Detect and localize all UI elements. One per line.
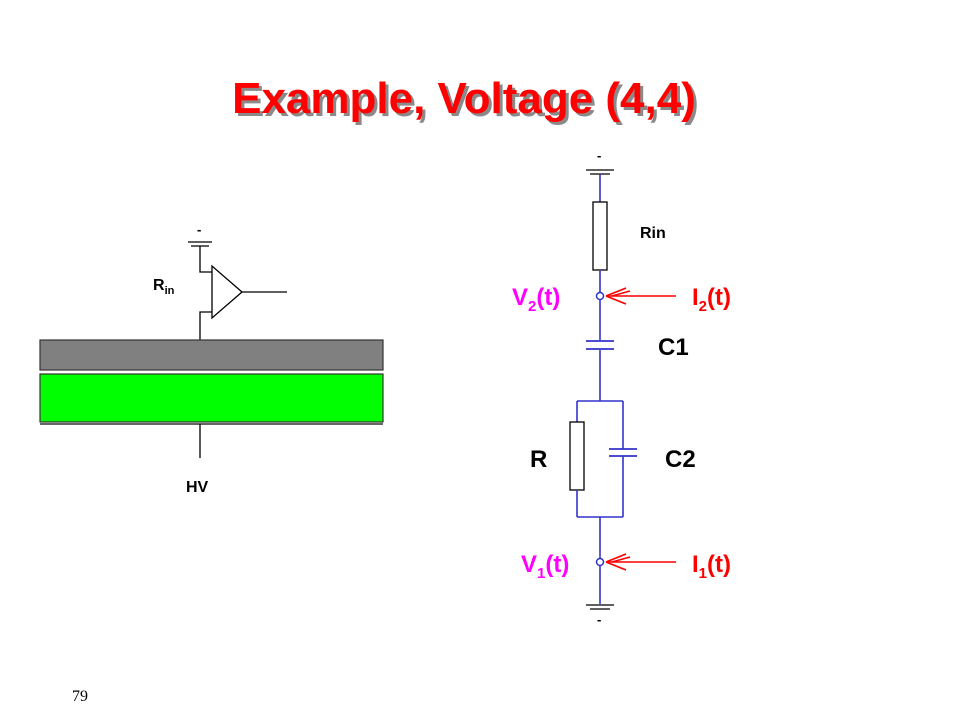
ground-symbol-bottom [586,604,614,610]
ground-mark-bottom: - [597,612,602,627]
hv-label: HV [186,479,209,496]
v2-tail: (t) [536,284,561,311]
v1-main: V [521,551,538,578]
rin-resistor [592,201,608,271]
gray-electrode-plate [39,339,384,371]
amplifier-symbol [211,264,243,320]
v1-tail: (t) [545,551,570,578]
v1-sub: 1 [537,564,546,582]
i2-sub: 2 [698,297,708,315]
i2-main: I [692,284,699,311]
rin-label: Rin [640,225,666,242]
rin-label-sub: in [164,285,175,298]
rin-label-main: R [153,277,165,294]
i1-sub: 1 [698,564,708,582]
ground-symbol-left [188,241,212,266]
c1-capacitor [586,340,614,350]
v2-sub: 2 [528,297,537,315]
page-title: Example, Voltage (4,4) [232,74,696,123]
i1-tail: (t) [707,551,731,578]
current-arrow-i2 [605,287,676,305]
node-v2 [595,291,605,301]
c2-label: C2 [665,446,696,473]
r-label: R [530,446,548,473]
c1-label: C1 [658,334,689,361]
right-equivalent-circuit [569,169,676,610]
i2-label: I2(t) [692,284,731,315]
ground-mark-top: - [597,148,602,163]
c2-capacitor [609,448,637,457]
green-detector-plate [39,373,384,423]
i2-tail: (t) [707,284,731,311]
i1-label: I1(t) [692,551,731,582]
rin-label-left: Rin [153,277,174,297]
ground-symbol-top [586,169,614,175]
page-number: 79 [72,688,88,705]
ground-mark-left: - [197,222,202,237]
current-arrow-i1 [605,553,676,571]
v1-label: V1(t) [521,551,569,582]
node-v1 [595,557,605,567]
v2-main: V [512,284,529,311]
r-resistor [569,421,585,491]
i1-main: I [692,551,699,578]
v2-label: V2(t) [512,284,560,315]
left-detector-diagram [39,241,384,458]
